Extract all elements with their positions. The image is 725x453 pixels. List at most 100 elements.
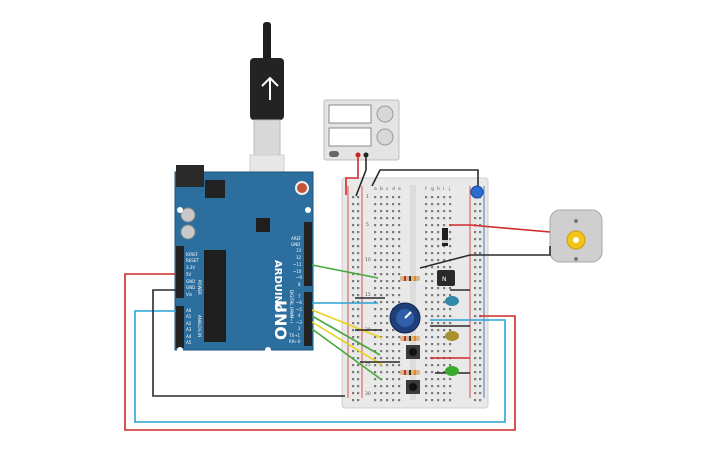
- breadboard-hole[interactable]: [443, 294, 446, 297]
- breadboard-hole[interactable]: [437, 371, 440, 374]
- breadboard-hole[interactable]: [380, 224, 383, 227]
- breadboard-hole[interactable]: [437, 294, 440, 297]
- power-supply-icon[interactable]: [323, 99, 400, 161]
- breadboard-hole[interactable]: [437, 322, 440, 325]
- breadboard-hole[interactable]: [386, 315, 389, 318]
- breadboard-hole[interactable]: [449, 378, 452, 381]
- breadboard-hole[interactable]: [479, 336, 482, 339]
- breadboard-hole[interactable]: [392, 336, 395, 339]
- breadboard-hole[interactable]: [449, 322, 452, 325]
- breadboard-hole[interactable]: [398, 378, 401, 381]
- breadboard-hole[interactable]: [398, 301, 401, 304]
- breadboard-hole[interactable]: [431, 301, 434, 304]
- breadboard-hole[interactable]: [357, 196, 360, 199]
- breadboard-hole[interactable]: [474, 301, 477, 304]
- breadboard-hole[interactable]: [449, 238, 452, 241]
- breadboard-hole[interactable]: [449, 364, 452, 367]
- breadboard-hole[interactable]: [352, 378, 355, 381]
- breadboard-hole[interactable]: [479, 371, 482, 374]
- breadboard-hole[interactable]: [437, 266, 440, 269]
- breadboard-hole[interactable]: [386, 399, 389, 402]
- breadboard-hole[interactable]: [443, 259, 446, 262]
- breadboard-hole[interactable]: [380, 294, 383, 297]
- breadboard-hole[interactable]: [398, 217, 401, 220]
- breadboard-hole[interactable]: [474, 245, 477, 248]
- breadboard-hole[interactable]: [474, 210, 477, 213]
- breadboard-hole[interactable]: [443, 224, 446, 227]
- breadboard-hole[interactable]: [479, 238, 482, 241]
- breadboard-hole[interactable]: [374, 280, 377, 283]
- breadboard-hole[interactable]: [431, 217, 434, 220]
- breadboard-hole[interactable]: [398, 399, 401, 402]
- breadboard-hole[interactable]: [374, 336, 377, 339]
- breadboard-hole[interactable]: [425, 245, 428, 248]
- breadboard-hole[interactable]: [392, 294, 395, 297]
- breadboard-hole[interactable]: [380, 385, 383, 388]
- breadboard-hole[interactable]: [352, 210, 355, 213]
- breadboard-hole[interactable]: [431, 315, 434, 318]
- breadboard-hole[interactable]: [357, 315, 360, 318]
- breadboard-hole[interactable]: [398, 224, 401, 227]
- breadboard-hole[interactable]: [449, 231, 452, 234]
- breadboard-hole[interactable]: [357, 294, 360, 297]
- breadboard-hole[interactable]: [443, 399, 446, 402]
- breadboard-hole[interactable]: [398, 280, 401, 283]
- breadboard-hole[interactable]: [431, 392, 434, 395]
- breadboard-hole[interactable]: [380, 266, 383, 269]
- breadboard-hole[interactable]: [437, 245, 440, 248]
- breadboard-hole[interactable]: [380, 217, 383, 220]
- breadboard-hole[interactable]: [352, 315, 355, 318]
- breadboard-hole[interactable]: [479, 378, 482, 381]
- breadboard-hole[interactable]: [425, 336, 428, 339]
- breadboard-hole[interactable]: [357, 336, 360, 339]
- breadboard-hole[interactable]: [474, 273, 477, 276]
- breadboard-hole[interactable]: [479, 245, 482, 248]
- breadboard-hole[interactable]: [474, 252, 477, 255]
- breadboard-hole[interactable]: [398, 203, 401, 206]
- breadboard-hole[interactable]: [425, 308, 428, 311]
- breadboard-hole[interactable]: [392, 245, 395, 248]
- breadboard-hole[interactable]: [443, 266, 446, 269]
- breadboard-hole[interactable]: [437, 231, 440, 234]
- breadboard-hole[interactable]: [449, 315, 452, 318]
- breadboard-hole[interactable]: [352, 343, 355, 346]
- breadboard-hole[interactable]: [479, 301, 482, 304]
- breadboard-hole[interactable]: [352, 322, 355, 325]
- breadboard-hole[interactable]: [425, 385, 428, 388]
- breadboard-hole[interactable]: [449, 266, 452, 269]
- breadboard-hole[interactable]: [437, 217, 440, 220]
- breadboard-hole[interactable]: [392, 392, 395, 395]
- breadboard-hole[interactable]: [437, 287, 440, 290]
- breadboard-hole[interactable]: [352, 203, 355, 206]
- breadboard-hole[interactable]: [398, 245, 401, 248]
- breadboard-hole[interactable]: [380, 231, 383, 234]
- breadboard-hole[interactable]: [474, 217, 477, 220]
- breadboard-hole[interactable]: [431, 385, 434, 388]
- breadboard-hole[interactable]: [449, 287, 452, 290]
- breadboard-hole[interactable]: [357, 364, 360, 367]
- breadboard-hole[interactable]: [392, 378, 395, 381]
- breadboard-hole[interactable]: [386, 245, 389, 248]
- breadboard-hole[interactable]: [443, 217, 446, 220]
- breadboard-hole[interactable]: [386, 259, 389, 262]
- breadboard-hole[interactable]: [386, 294, 389, 297]
- breadboard-hole[interactable]: [380, 280, 383, 283]
- breadboard-hole[interactable]: [352, 308, 355, 311]
- breadboard-hole[interactable]: [443, 343, 446, 346]
- breadboard-hole[interactable]: [425, 203, 428, 206]
- breadboard-hole[interactable]: [374, 315, 377, 318]
- breadboard-hole[interactable]: [392, 301, 395, 304]
- breadboard-hole[interactable]: [449, 294, 452, 297]
- breadboard-hole[interactable]: [352, 238, 355, 241]
- breadboard-hole[interactable]: [479, 259, 482, 262]
- breadboard-hole[interactable]: [437, 210, 440, 213]
- breadboard-hole[interactable]: [437, 364, 440, 367]
- breadboard-hole[interactable]: [357, 399, 360, 402]
- breadboard-hole[interactable]: [352, 371, 355, 374]
- breadboard-hole[interactable]: [374, 252, 377, 255]
- breadboard-hole[interactable]: [474, 280, 477, 283]
- breadboard-hole[interactable]: [474, 322, 477, 325]
- breadboard-hole[interactable]: [357, 343, 360, 346]
- breadboard-hole[interactable]: [386, 280, 389, 283]
